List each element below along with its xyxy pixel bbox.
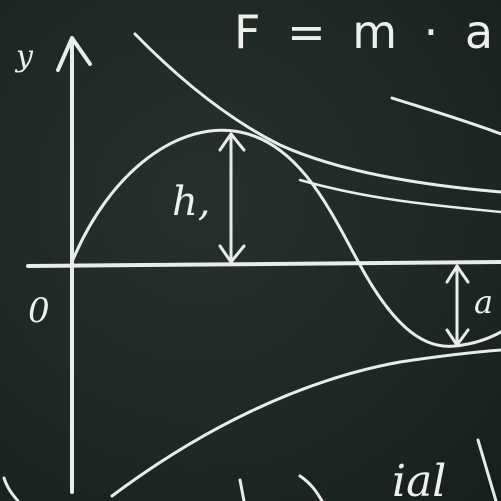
- upper-envelope-curve: [133, 32, 501, 194]
- x-axis: [26, 260, 501, 268]
- bottom-scribble-mid: [238, 474, 324, 501]
- bottom-scribble-left: [2, 476, 20, 501]
- upper-right-curve: [390, 96, 501, 136]
- y-axis-label: y: [14, 39, 34, 74]
- height-marker-right-bottom-arrow: [445, 328, 470, 347]
- wave-curve: [70, 128, 501, 348]
- height-marker-left-top-arrow: [218, 132, 246, 152]
- origin-label: 0: [28, 291, 50, 331]
- height-marker-left-bottom-arrow: [218, 244, 246, 264]
- bottom-scribble-right: [476, 438, 498, 501]
- height-label-left: h,: [172, 179, 210, 225]
- lower-envelope-curve: [110, 348, 501, 498]
- height-marker-right-top-arrow: [445, 264, 470, 284]
- upper-outer-curve: [298, 178, 501, 214]
- formula-text: F = m · a: [234, 5, 499, 59]
- bottom-script-text: ial: [392, 456, 446, 501]
- y-axis-arrowhead: [56, 36, 92, 72]
- height-label-right: a: [474, 283, 493, 321]
